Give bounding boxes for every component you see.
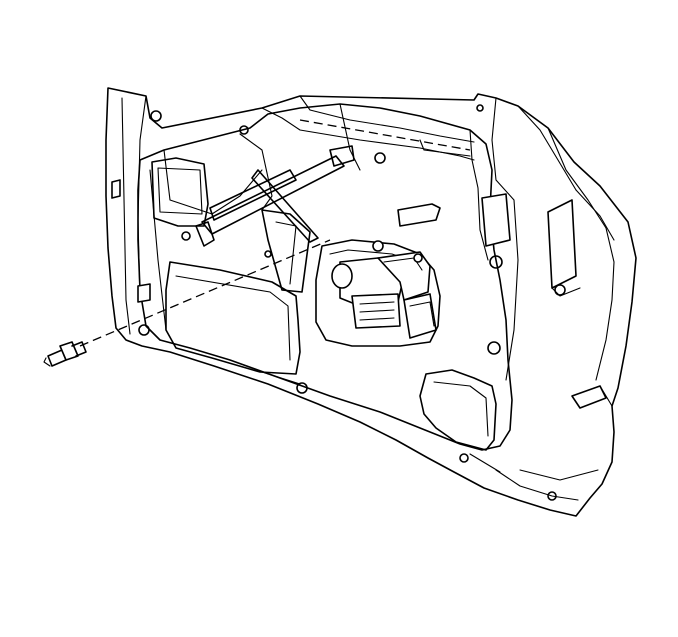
fastener-callout — [43, 239, 331, 367]
door-outer-frame — [105, 87, 637, 517]
regulator-mechanism — [195, 133, 355, 293]
upper-left-cutout — [151, 157, 209, 227]
window-motor — [331, 240, 437, 339]
window-channel — [261, 95, 475, 171]
panel-tabs — [111, 179, 607, 409]
inner-panel — [137, 103, 513, 451]
lower-right-cutout — [419, 369, 497, 451]
lower-access-opening — [165, 261, 301, 385]
mounting-holes — [138, 104, 566, 501]
